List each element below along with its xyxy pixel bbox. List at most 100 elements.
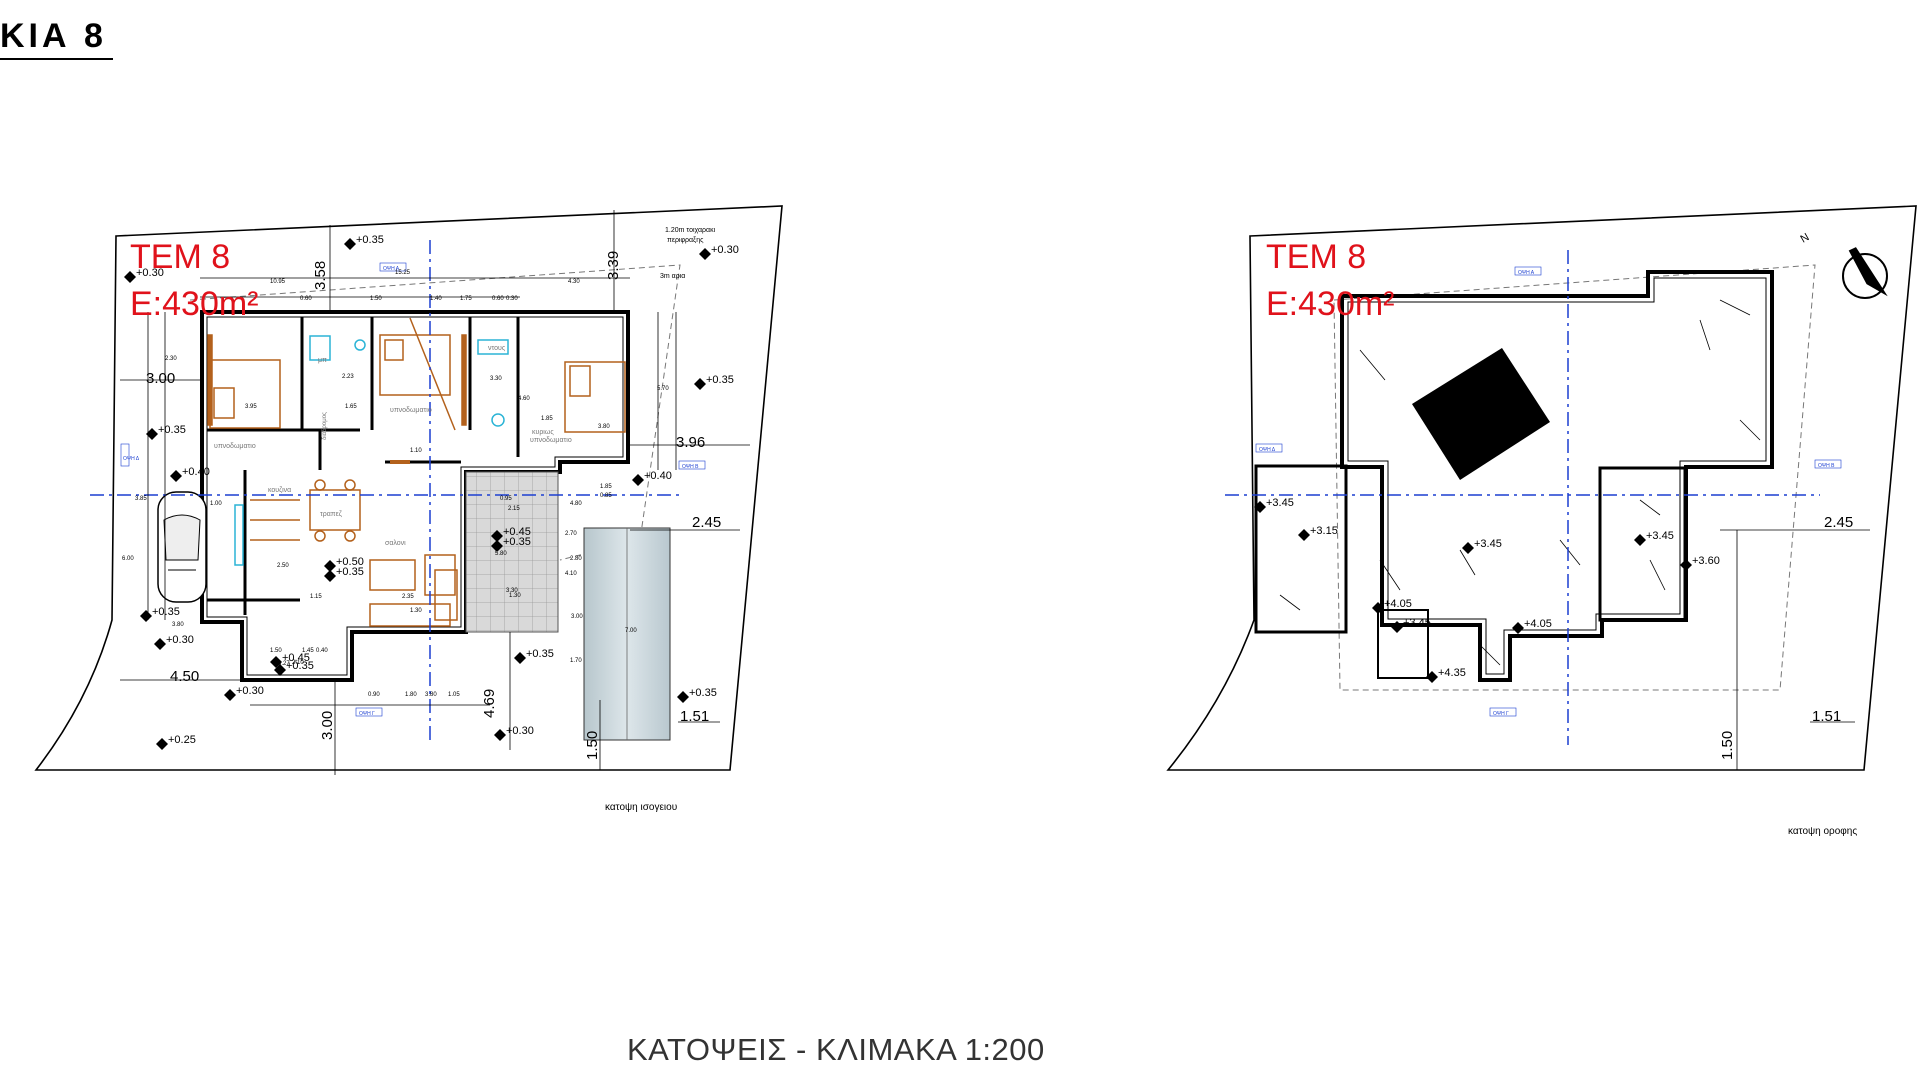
level-marker-label: +0.30: [136, 267, 164, 279]
dim-small-label: 4.80: [570, 501, 582, 507]
level-marker-symbol: [146, 428, 158, 440]
dim-small-label: 1.50: [270, 648, 282, 654]
level-marker-symbol: [677, 691, 689, 703]
room-label: κυριως: [532, 429, 554, 436]
level-marker-symbol: [140, 610, 152, 622]
level-marker-label: +0.35: [152, 606, 180, 618]
room-label: υπνοδωματιο: [530, 437, 572, 444]
level-marker-symbol: [632, 474, 644, 486]
level-marker-label: +0.25: [168, 734, 196, 746]
fixtures: [234, 335, 509, 566]
setback-line: [189, 264, 681, 561]
room-label: κουζινα: [268, 487, 291, 494]
dim-small-label: 1.40: [430, 296, 442, 302]
dim-small-label: 0.85: [600, 493, 612, 499]
level-marker-symbol: [1372, 602, 1384, 614]
level-marker-label: +0.45: [282, 652, 310, 664]
level-marker-symbol: [324, 560, 336, 572]
level-marker-label: +0.50: [336, 556, 364, 568]
setback-line: [1333, 264, 1816, 691]
dim-small-label: 3.80: [172, 622, 184, 628]
level-marker-symbol: [1298, 529, 1310, 541]
terrace-tiles: [465, 471, 559, 633]
section-tag-label: ΟΨΗ Β: [1818, 463, 1835, 469]
dim-label: 1.50: [584, 731, 601, 760]
sheet-corner-title: ΚΙΑ 8: [0, 14, 113, 60]
dim-small-label: 0.60: [492, 296, 504, 302]
level-marker-symbol: [699, 248, 711, 260]
sheet-main-caption: ΚΑΤΟΨΕΙΣ - ΚΛΙΜΑΚΑ 1:200: [627, 1032, 1045, 1067]
ground-floor-plan: [34, 205, 783, 775]
level-marker-symbol: [154, 638, 166, 650]
porch-roof: [1377, 609, 1429, 679]
dim-small-label: 1.15: [310, 594, 322, 600]
solar-panel: [1412, 348, 1550, 480]
dim-label: 3.39: [605, 251, 622, 280]
dim-small-label: 4.30: [568, 279, 580, 285]
dim-small-label: 10.95: [270, 279, 286, 285]
room-label: υπνοδωματιο: [390, 407, 432, 414]
north-label: Ν: [1799, 231, 1812, 245]
dim-small-label: 3.30: [490, 376, 502, 382]
dim-small-label: 1.70: [570, 658, 582, 664]
dimension-lines: [1720, 529, 1870, 770]
level-marker-label: +0.35: [526, 648, 554, 660]
dim-small-label: 1.85: [541, 416, 553, 422]
north-arrow: [1842, 247, 1888, 299]
level-marker-symbol: [1634, 534, 1646, 546]
dim-small-label: 6.00: [122, 556, 134, 562]
axis-lines: [1225, 250, 1820, 745]
level-marker-label: +3.60: [1692, 555, 1720, 567]
level-marker-label: +0.35: [286, 660, 314, 672]
axis-lines: [90, 240, 680, 745]
dim-label: 1.50: [1719, 731, 1736, 760]
level-marker-symbol: [1426, 671, 1438, 683]
level-marker-symbol: [491, 540, 503, 552]
plot-boundary: [34, 205, 783, 771]
level-marker-symbol: [324, 570, 336, 582]
dim-small-label: 0.60: [300, 296, 312, 302]
dim-small-label: 5.70: [657, 386, 669, 392]
level-marker-label: +3.15: [1310, 525, 1338, 537]
dim-small-label: 0.90: [368, 692, 380, 698]
dim-label: 4.69: [481, 689, 498, 718]
dim-small-label: 3.00: [571, 614, 583, 620]
section-tag-label: ΟΨΗ Γ: [359, 711, 375, 717]
dim-small-label: 3.80: [598, 424, 610, 430]
dim-small-label: 0.95: [500, 496, 512, 502]
section-tags: [120, 262, 706, 717]
room-label: διαδρομος: [322, 412, 328, 440]
level-marker-label: +4.35: [1438, 667, 1466, 679]
dim-small-label: 3.30: [506, 588, 518, 594]
dim-small-label: 2.10: [292, 660, 304, 666]
dim-small-label: 1.65: [345, 404, 357, 410]
roof-outline: [1340, 270, 1774, 682]
dim-small-label: 2.50: [277, 563, 289, 569]
dim-small-label: 1.85: [600, 484, 612, 490]
level-marker-label: +0.35: [356, 234, 384, 246]
dim-label: 2.45: [692, 514, 721, 531]
level-marker-symbol: [1254, 501, 1266, 513]
level-marker-symbol: [694, 378, 706, 390]
plot-label: ΤΕΜ 8: [1266, 238, 1366, 276]
level-marker-symbol: [224, 689, 236, 701]
building-walls-inner: [206, 316, 624, 676]
level-marker-label: +0.30: [166, 634, 194, 646]
plan-caption: κατοψη ισογειου: [605, 802, 677, 813]
section-tag-label: ΟΨΗ Γ: [1493, 711, 1509, 717]
level-marker-label: +0.45: [503, 526, 531, 538]
dim-small-label: 15.25: [395, 270, 411, 276]
dim-small-label: 7.00: [625, 628, 637, 634]
level-marker-symbol: [124, 271, 136, 283]
section-tag-label: ΟΨΗ Β: [682, 464, 699, 470]
level-marker-label: +4.05: [1384, 598, 1412, 610]
room-label: σαλονι: [385, 540, 406, 547]
dim-small-label: 1.05: [448, 692, 460, 698]
dim-small-label: 1.30: [509, 593, 521, 599]
wall-note-2: περιφραξης: [667, 237, 704, 244]
room-label: ντους: [488, 345, 506, 352]
section-tag-label: ΟΨΗ Δ: [123, 456, 140, 462]
dim-label: 2.45: [1824, 514, 1853, 531]
